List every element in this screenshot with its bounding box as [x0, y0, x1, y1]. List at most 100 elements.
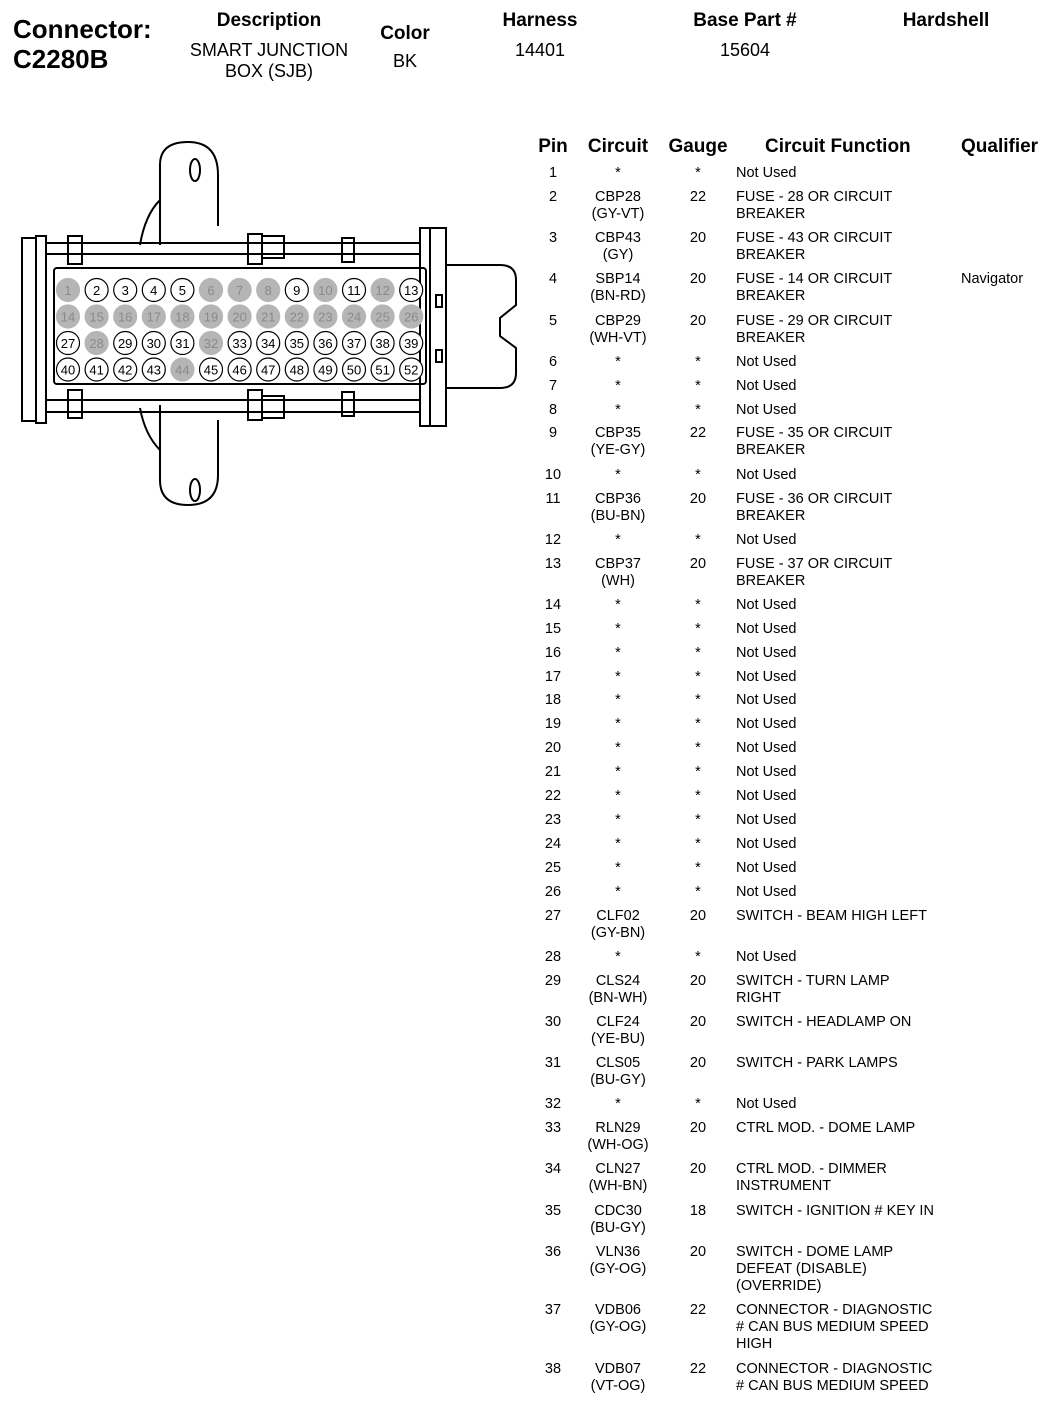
pin-cavity — [141, 330, 166, 356]
harness-label: Harness — [502, 10, 578, 31]
pin-cavity — [284, 357, 309, 382]
pin-cavity — [55, 277, 81, 303]
base-part-label: Base Part # — [693, 10, 797, 31]
circuit-cell: * — [615, 788, 621, 804]
circuit-cell: * — [615, 835, 621, 852]
pin-cavity — [55, 330, 81, 356]
pin-number: 49 — [318, 363, 332, 378]
pin-cell: 1 — [548, 165, 558, 181]
function-cell: Not Used — [736, 811, 797, 828]
function-cell: Not Used — [736, 948, 797, 965]
description-value: SMART JUNCTION BOX (SJB) — [189, 40, 349, 81]
function-cell: SWITCH - IGNITION # KEY IN — [736, 1202, 934, 1219]
pin-cell: 3 — [548, 230, 558, 247]
pin-cavity — [370, 357, 395, 382]
circuit-cell: VDB06 (GY-OG) — [589, 1302, 647, 1336]
gauge-cell: * — [695, 668, 701, 685]
circuit-cell: * — [615, 668, 621, 685]
connector-id: C2280B — [13, 44, 109, 74]
gauge-cell: 20 — [689, 230, 707, 247]
gauge-cell: * — [695, 740, 701, 757]
pin-cavity — [113, 304, 138, 329]
pin-number: 13 — [404, 283, 418, 298]
gauge-cell: 22 — [689, 425, 707, 442]
pin-cell: 32 — [544, 1096, 562, 1113]
pin-cell: 24 — [544, 835, 562, 852]
function-cell: FUSE - 43 OR CIRCUIT BREAKER — [736, 230, 893, 264]
pin-cavity — [313, 277, 338, 303]
function-cell: SWITCH - PARK LAMPS — [736, 1055, 898, 1071]
gauge-cell: 20 — [689, 1161, 707, 1178]
pin-cavity — [370, 277, 395, 303]
pin-cell: 23 — [544, 811, 562, 828]
pin-column-header: Pin — [538, 136, 568, 157]
pin-cell: 6 — [548, 353, 558, 370]
pin-cell: 36 — [544, 1243, 562, 1260]
pin-cell: 21 — [544, 764, 562, 781]
pin-cavity — [141, 277, 166, 303]
pin-number: 37 — [347, 336, 361, 351]
pin-cavity — [399, 277, 424, 303]
pin-cell: 5 — [548, 312, 558, 329]
gauge-cell: * — [695, 716, 701, 733]
pin-number: 48 — [290, 363, 304, 378]
pin-cavity — [399, 304, 424, 329]
gauge-cell: 20 — [689, 972, 707, 989]
pin-number: 30 — [147, 336, 161, 351]
pin-cavity — [227, 330, 252, 356]
pin-number: 44 — [175, 363, 189, 378]
function-cell: SWITCH - TURN LAMP RIGHT — [736, 972, 890, 1006]
gauge-cell: 20 — [689, 1120, 707, 1137]
pin-cell: 22 — [544, 788, 562, 804]
function-cell: Not Used — [736, 859, 797, 876]
pin-number: 6 — [207, 283, 214, 298]
function-cell: FUSE - 28 OR CIRCUIT BREAKER — [736, 188, 893, 222]
function-cell: SWITCH - HEADLAMP ON — [736, 1013, 912, 1030]
pin-cell: 16 — [544, 644, 562, 661]
pin-number: 22 — [290, 310, 304, 325]
pin-number: 27 — [61, 336, 75, 351]
gauge-column-header: Gauge — [668, 136, 728, 157]
pin-cell: 33 — [544, 1120, 562, 1137]
pin-number: 18 — [175, 310, 189, 325]
circuit-cell: CDC30 (BU-GY) — [590, 1202, 646, 1236]
circuit-cell: * — [615, 948, 621, 965]
gauge-cell: * — [695, 811, 701, 828]
pin-cell: 31 — [544, 1055, 562, 1071]
pin-cavity — [55, 357, 81, 382]
pin-number: 24 — [347, 310, 361, 325]
pin-cavity — [227, 357, 252, 382]
gauge-cell: * — [695, 788, 701, 804]
pin-number: 33 — [232, 336, 246, 351]
function-cell: Not Used — [736, 835, 797, 852]
circuit-cell: CLF02 (GY-BN) — [590, 907, 646, 941]
pin-cavity — [227, 304, 252, 329]
function-cell: Not Used — [736, 466, 797, 483]
pin-cavity — [284, 277, 309, 303]
pin-cell: 18 — [544, 692, 562, 709]
circuit-cell: SBP14 (BN-RD) — [590, 271, 646, 305]
pin-number: 28 — [89, 336, 103, 351]
pin-number: 3 — [122, 283, 129, 298]
gauge-cell: 20 — [689, 907, 707, 924]
pin-cell: 27 — [544, 907, 562, 924]
pin-cell: 8 — [548, 401, 558, 418]
circuit-cell: CBP35 (YE-GY) — [590, 425, 646, 459]
gauge-cell: * — [695, 377, 701, 394]
gauge-cell: * — [695, 620, 701, 637]
circuit-cell: CBP43 (GY) — [595, 230, 641, 264]
gauge-cell: * — [695, 883, 701, 900]
function-cell: CTRL MOD. - DIMMER INSTRUMENT — [736, 1161, 887, 1195]
function-cell: Not Used — [736, 596, 797, 613]
circuit-cell: * — [615, 883, 621, 900]
pin-number: 16 — [118, 310, 132, 325]
pin-number: 10 — [318, 283, 332, 298]
pin-cavity — [84, 304, 109, 329]
pin-cavity — [256, 277, 281, 303]
pin-cell: 9 — [548, 425, 558, 442]
gauge-cell: * — [695, 1096, 701, 1113]
pin-cell: 38 — [544, 1360, 562, 1377]
pin-cavity — [198, 330, 224, 356]
circuit-cell: * — [615, 692, 621, 709]
